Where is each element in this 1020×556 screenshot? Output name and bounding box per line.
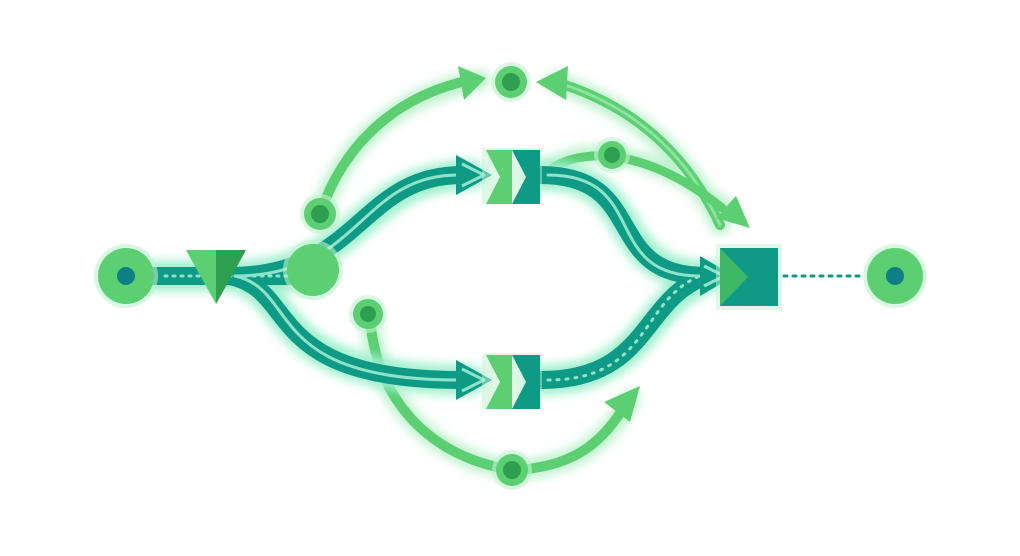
arc-node-lower-left [349,295,387,333]
top-chevron-block [482,148,542,204]
arc-node-left [300,194,340,234]
arc-node-bottom [492,450,532,490]
teal-bands [141,166,715,389]
arc-lower-left-to-bottom [365,313,517,475]
arrowhead-top-right [536,66,568,100]
arrowhead-bottom-right [604,386,640,422]
teal-inner-lines [163,173,702,382]
arc-node-upper-right [594,137,630,173]
arc-left-to-top [315,75,475,219]
arrowhead-into-target [716,196,750,228]
sink-node [863,244,927,308]
split-triangle [186,250,246,304]
merge-circle [283,240,343,300]
source-node [94,244,158,308]
arc-node-top [491,62,531,102]
target-square [716,244,782,310]
arrowhead-top-left [458,66,486,100]
green-arrowheads [458,66,750,422]
bottom-chevron-block [482,353,542,409]
